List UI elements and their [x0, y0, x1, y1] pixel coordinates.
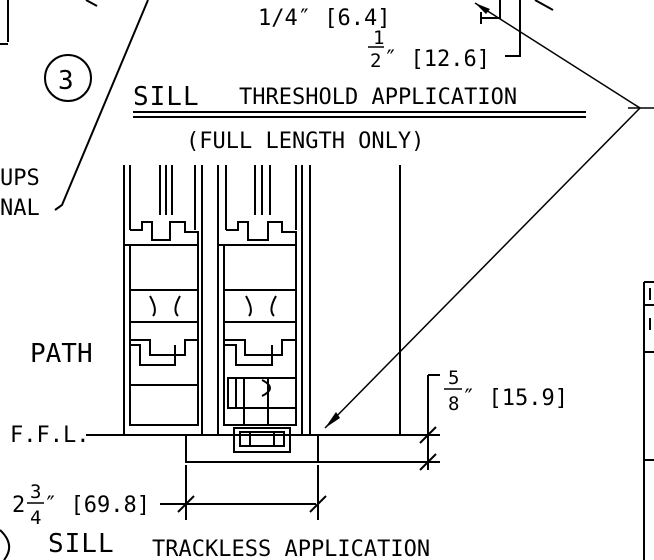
path-label: PATH [30, 339, 93, 369]
dim-quarter-leader [480, 0, 501, 24]
dim-half-value: ″ [12.6] [384, 47, 490, 72]
detail-marker-fragment [0, 529, 11, 560]
dim-2-3-4-group: 2 3 4 ″ [69.8] [12, 465, 327, 529]
leader-top-left-corner [0, 0, 9, 45]
leader-arrowhead-top [475, 3, 490, 14]
nal-fragment: NAL [0, 196, 40, 221]
detail-number: 3 [58, 66, 74, 96]
leader-top-right-fragment [534, 0, 554, 11]
dim-half-denominator: 2 [370, 50, 381, 72]
leader-top-left-fragment [85, 0, 98, 7]
ffl-label: F.F.L. [10, 423, 89, 448]
threshold-title: SILL THRESHOLD APPLICATION (FULL LENGTH … [133, 82, 586, 154]
dim-58-value: ″ [15.9] [462, 386, 568, 411]
detail-marker-3: 3 [44, 54, 92, 102]
sill-threshold [185, 427, 319, 463]
sill-word-2: SILL [48, 529, 115, 559]
dim-234-value: ″ [69.8] [44, 493, 150, 518]
dim-5-8-group: 5 8 ″ [15.9] [318, 367, 568, 471]
threshold-title-text: THRESHOLD APPLICATION [239, 85, 517, 110]
full-length-note: (FULL LENGTH ONLY) [186, 129, 424, 154]
frame-profile-left [123, 165, 203, 435]
leader-left-long [54, 0, 149, 211]
dim-half-numerator: 1 [373, 27, 384, 49]
table-fragment-right [643, 281, 654, 560]
dim-234-whole: 2 [12, 493, 25, 518]
dim-half-leader [505, 0, 521, 57]
trackless-title-text: TRACKLESS APPLICATION [152, 537, 430, 560]
leader-arrowhead [325, 412, 340, 428]
trackless-title: SILL TRACKLESS APPLICATION [0, 529, 430, 560]
dim-quarter-label: 1/4″ [6.4] [258, 6, 390, 31]
top-dimension-group: 1/4″ [6.4] 1 2 ″ [12.6] [0, 0, 554, 72]
leader-right-lower [324, 107, 641, 429]
dim-58-numerator: 5 [448, 367, 459, 389]
leader-right-upper [474, 2, 641, 109]
ups-fragment: UPS [0, 166, 40, 191]
dim-234-numerator: 3 [30, 481, 41, 503]
dim-half-label: 1 2 ″ [12.6] [368, 27, 490, 72]
dim-234-denominator: 4 [30, 507, 41, 529]
frame-profile-right [217, 165, 311, 435]
dim-58-denominator: 8 [448, 393, 459, 415]
sill-word: SILL [133, 82, 200, 112]
